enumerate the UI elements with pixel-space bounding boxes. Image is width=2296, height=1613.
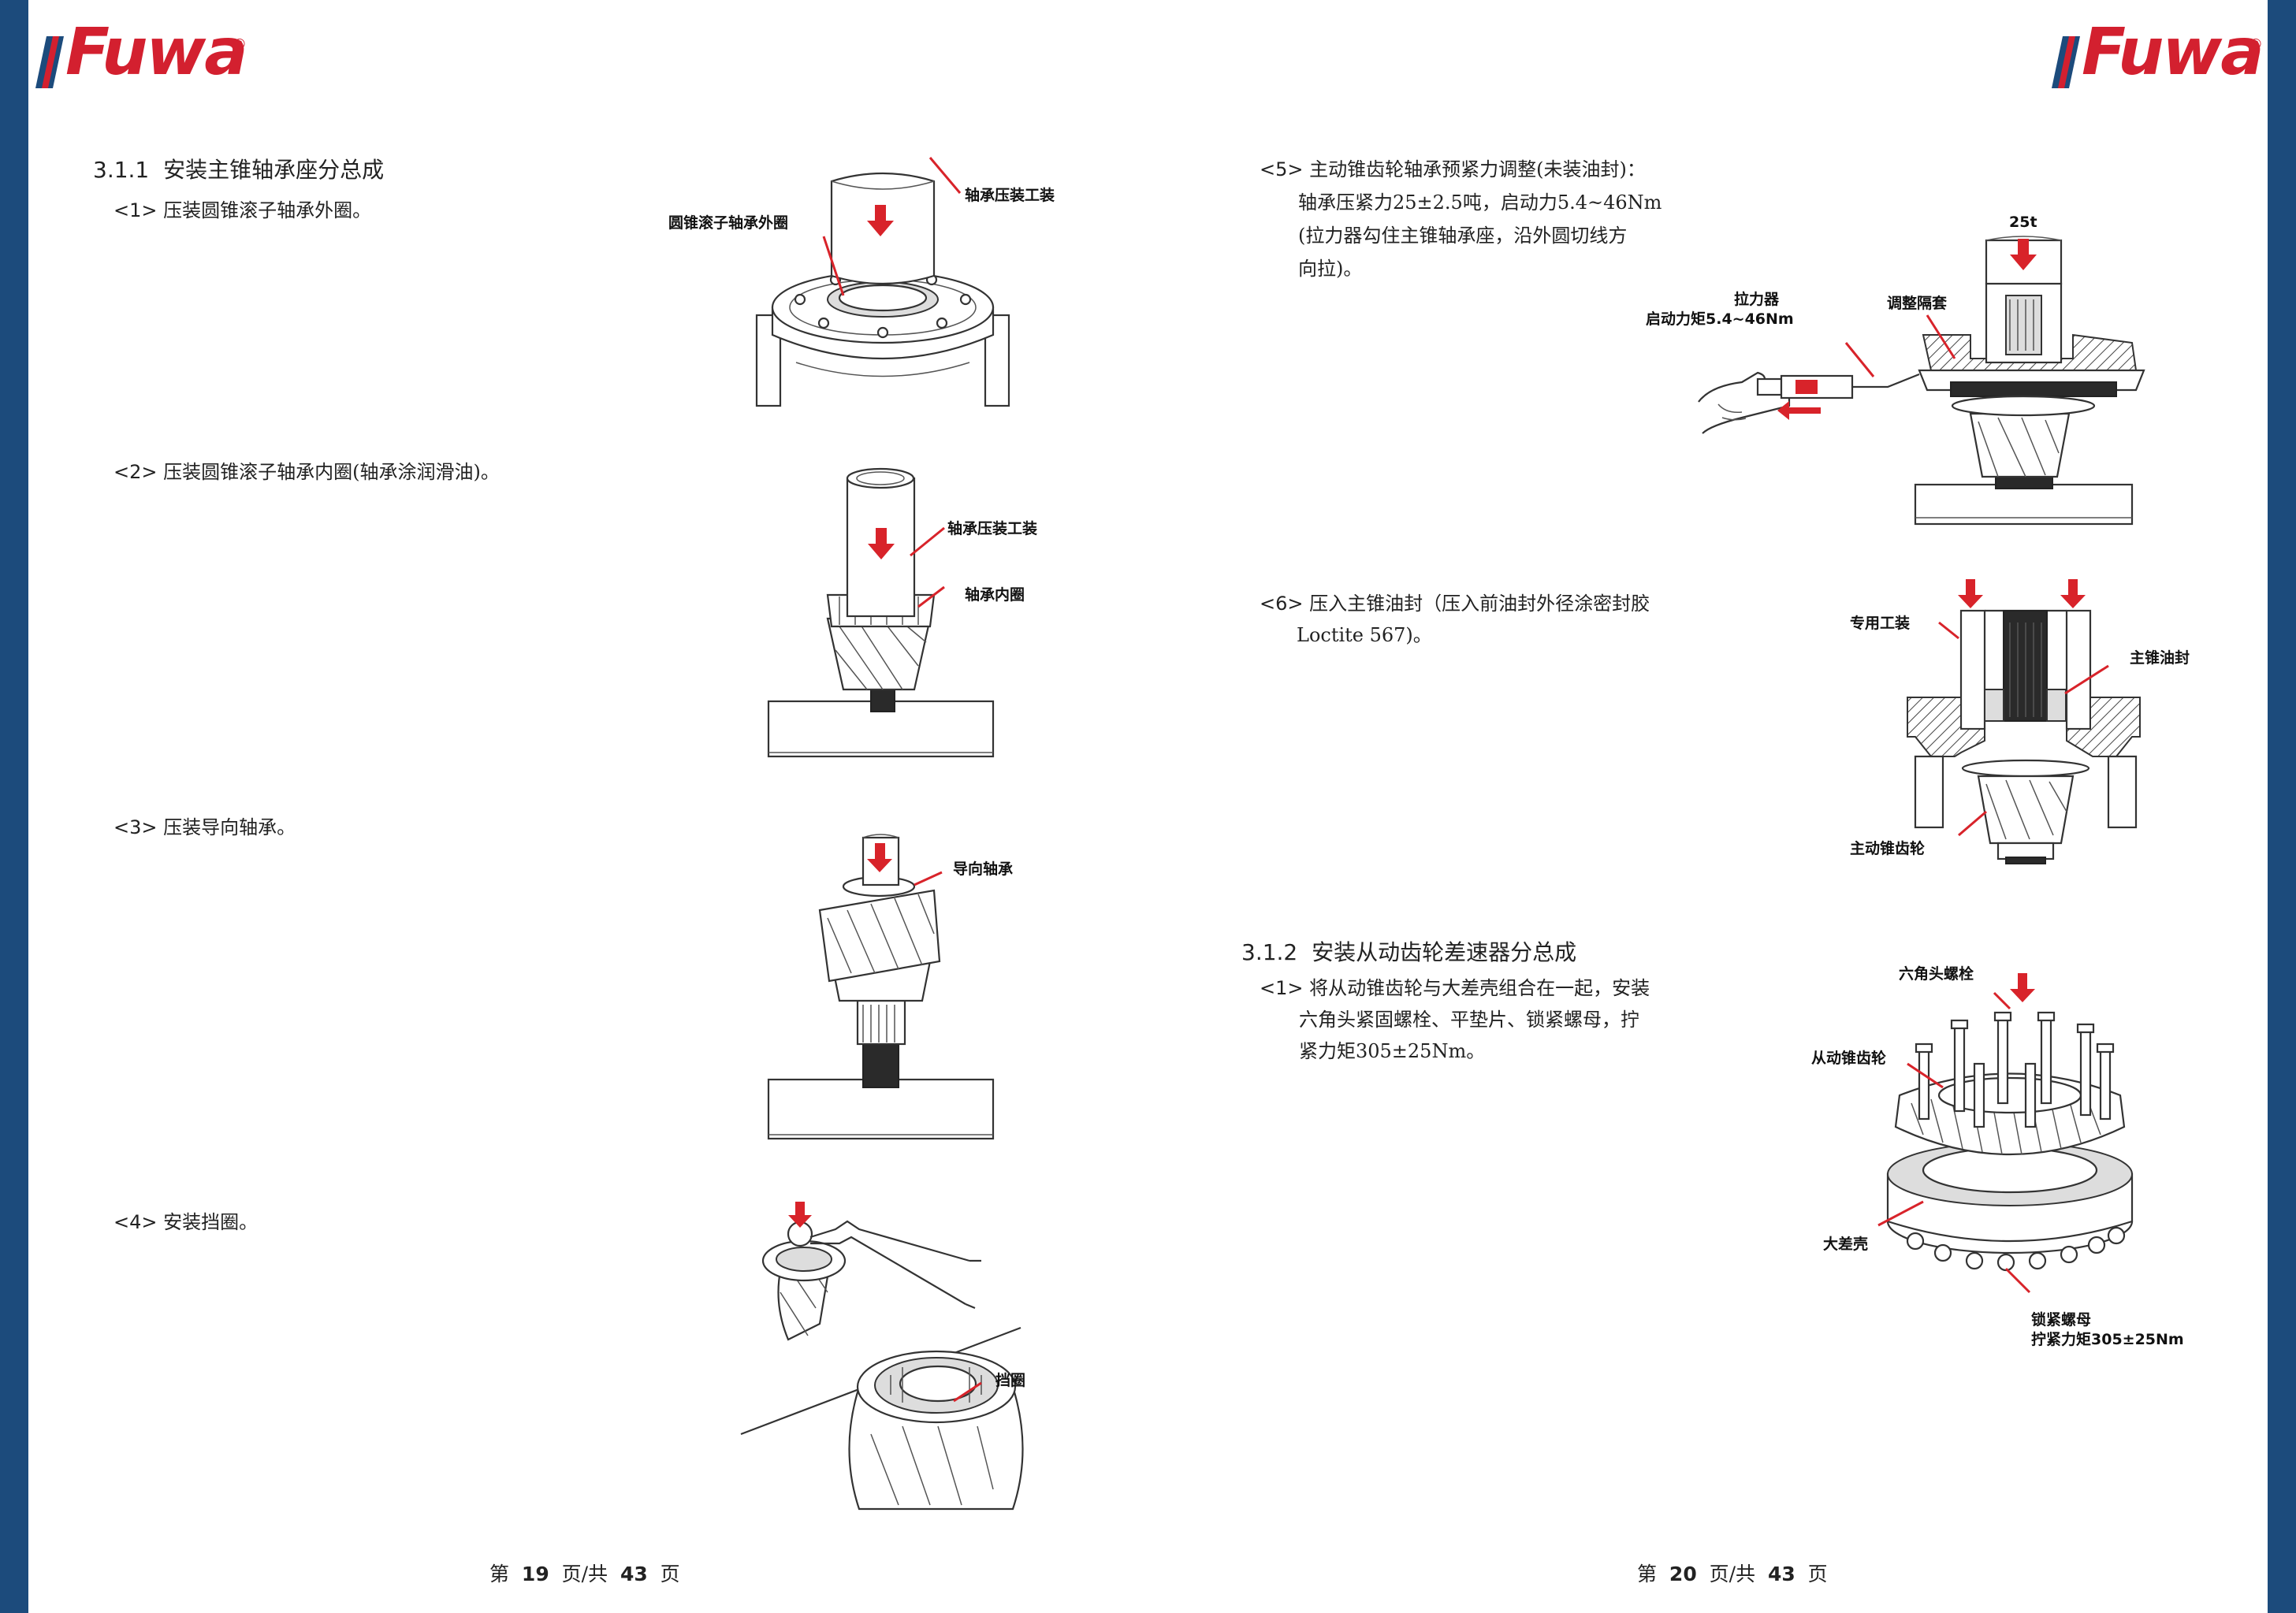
callout-bearing-press-tool: 轴承压装工装 — [965, 187, 1055, 204]
logo-text: Fuwa — [2082, 15, 2264, 90]
page-footer-left: 第 19 页/共 43 页 — [489, 1563, 680, 1585]
callout-differential-case: 大差壳 — [1823, 1236, 1869, 1253]
section-heading-3-1-1: 3.1.1 安装主锥轴承座分总成 — [93, 153, 384, 184]
step-line: 主动锥齿轮轴承预紧力调整(未装油封)： — [1309, 158, 1646, 180]
step-tag: <3> — [113, 816, 158, 838]
total-pages: 43 — [1767, 1563, 1795, 1585]
section-number: 3.1.2 — [1241, 939, 1298, 965]
step-tag: <1> — [1260, 977, 1304, 999]
callout-lock-nut: 锁紧螺母 — [2031, 1311, 2092, 1329]
registered-mark: ® — [233, 36, 247, 53]
step-5: <5> 主动锥齿轮轴承预紧力调整(未装油封)： — [1260, 153, 1646, 186]
callout-special-tool: 专用工装 — [1850, 615, 1911, 632]
logo-stripes-icon — [2052, 36, 2080, 88]
fuwa-logo-left: Fuwa ® — [35, 20, 272, 93]
step-6: <6> 压入主锥油封（压入前油封外径涂密封胶 — [1260, 587, 1650, 620]
callout-starting-torque: 启动力矩5.4~46Nm — [1646, 310, 1794, 328]
callout-25t: 25t — [2009, 214, 2037, 231]
figure-press-oil-seal — [1907, 579, 2141, 864]
logo-stripes-icon — [35, 36, 64, 88]
step-5-line-4: 向拉)。 — [1298, 258, 1363, 280]
fuwa-logo-right: Fuwa ® — [2052, 20, 2288, 93]
page-footer-right: 第 20 页/共 43 页 — [1637, 1563, 1828, 1585]
step-tag: <1> — [113, 199, 158, 221]
step-3: <3> 压装导向轴承。 — [113, 811, 296, 844]
step-text: 压装圆锥滚子轴承外圈。 — [163, 199, 372, 221]
section-title: 安装主锥轴承座分总成 — [163, 157, 385, 183]
step-line: 将从动锥齿轮与大差壳组合在一起，安装 — [1309, 977, 1650, 999]
section-title: 安装从动齿轮差速器分总成 — [1312, 939, 1577, 965]
step-6-line-2: Loctite 567)。 — [1297, 624, 1432, 646]
step-text: 压装圆锥滚子轴承内圈(轴承涂润滑油)。 — [163, 461, 500, 483]
step-tag: <5> — [1260, 158, 1304, 180]
step-text: 安装挡圈。 — [163, 1211, 259, 1233]
logo-text: Fuwa — [65, 15, 248, 90]
figure-bearing-preload-adjustment — [1698, 236, 2145, 526]
step-5-line-3: (拉力器勾住主锥轴承座，沿外圆切线方 — [1298, 225, 1628, 247]
callout-driven-bevel-gear: 从动锥齿轮 — [1811, 1050, 1887, 1067]
right-page-edge-bar — [2268, 0, 2296, 1613]
registered-mark: ® — [2249, 36, 2263, 53]
step-3-1-2-1-line-3: 紧力矩305±25Nm。 — [1299, 1040, 1486, 1062]
callout-retaining-ring: 挡圈 — [995, 1372, 1026, 1389]
current-page-number: 20 — [1669, 1563, 1697, 1585]
section-heading-3-1-2: 3.1.2 安装从动齿轮差速器分总成 — [1241, 935, 1576, 967]
figure-install-retaining-ring — [740, 1202, 1024, 1511]
callout-hex-head-bolt: 六角头螺栓 — [1899, 965, 1974, 983]
step-tag: <6> — [1260, 593, 1304, 615]
figure-press-bearing-inner-race — [767, 467, 995, 758]
step-5-line-2: 轴承压紧力25±2.5吨，启动力5.4~46Nm — [1298, 191, 1662, 214]
current-page-number: 19 — [521, 1563, 549, 1585]
step-1: <1> 压装圆锥滚子轴承外圈。 — [113, 194, 371, 227]
callout-bearing-inner-race: 轴承内圈 — [965, 586, 1025, 604]
callout-pilot-bearing: 导向轴承 — [953, 860, 1014, 878]
step-line: 压入主锥油封（压入前油封外径涂密封胶 — [1309, 593, 1650, 615]
callout-pinion-oil-seal: 主锥油封 — [2130, 649, 2190, 667]
callout-bearing-press-tool-2: 轴承压装工装 — [947, 520, 1038, 537]
step-3-1-2-1: <1> 将从动锥齿轮与大差壳组合在一起，安装 — [1260, 972, 1650, 1005]
callout-drive-bevel-gear: 主动锥齿轮 — [1850, 840, 1926, 857]
callout-puller: 拉力器 — [1734, 291, 1780, 308]
step-text: 压装导向轴承。 — [163, 816, 296, 838]
left-page-edge-bar — [0, 0, 28, 1613]
callout-tapered-bearing-outer-race: 圆锥滚子轴承外圈 — [668, 214, 789, 232]
step-tag: <4> — [113, 1211, 158, 1233]
section-number: 3.1.1 — [93, 157, 150, 183]
callout-adjusting-spacer: 调整隔套 — [1887, 295, 1948, 312]
total-pages: 43 — [620, 1563, 648, 1585]
callout-tightening-torque: 拧紧力矩305±25Nm — [2031, 1331, 2184, 1348]
figure-driven-gear-differential-case — [1877, 973, 2134, 1294]
step-tag: <2> — [113, 461, 158, 483]
step-4: <4> 安装挡圈。 — [113, 1206, 258, 1239]
figure-press-bearing-outer-race — [755, 157, 1010, 407]
step-2: <2> 压装圆锥滚子轴承内圈(轴承涂润滑油)。 — [113, 455, 500, 489]
step-3-1-2-1-line-2: 六角头紧固螺栓、平垫片、锁紧螺母，拧 — [1299, 1009, 1639, 1031]
figure-press-pilot-bearing — [767, 834, 995, 1140]
